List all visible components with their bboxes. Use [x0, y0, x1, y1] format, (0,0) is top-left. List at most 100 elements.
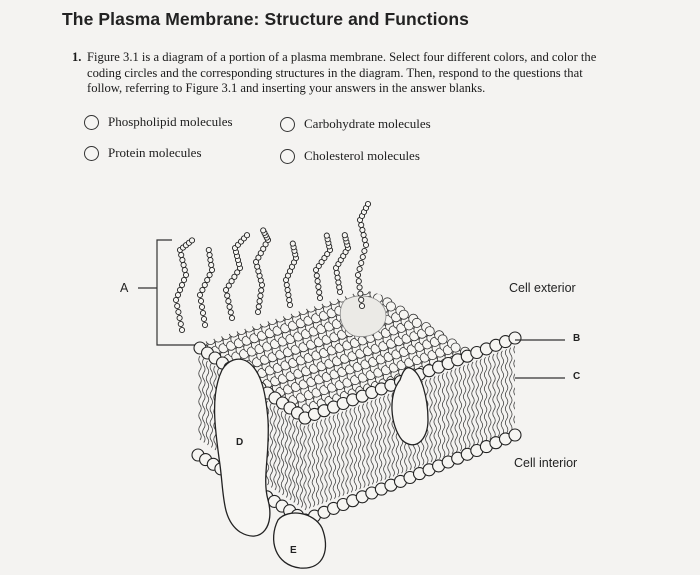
sugar-unit	[234, 269, 241, 276]
question-number: 1.	[72, 50, 82, 64]
lipid-tail	[378, 396, 383, 482]
coding-key-phospholipid[interactable]: Phospholipid molecules	[84, 114, 233, 130]
coding-circle[interactable]	[84, 114, 99, 130]
question-text: Figure 3.1 is a diagram of a portion of …	[87, 50, 597, 95]
lipid-tail	[492, 353, 496, 439]
phospholipid-head	[251, 319, 262, 330]
lipid-tail	[383, 395, 387, 480]
sugar-unit	[207, 256, 214, 264]
label-c: C	[573, 371, 581, 382]
lipid-tail	[341, 411, 345, 496]
lipid-tail	[500, 350, 505, 436]
coding-circle[interactable]	[280, 116, 295, 132]
sugar-unit	[318, 258, 325, 266]
sugar-unit	[180, 261, 187, 269]
lipid-tail	[332, 414, 337, 500]
lipid-tail	[362, 403, 366, 488]
sugar-unit	[178, 251, 185, 259]
lipid-tail	[280, 410, 285, 496]
lipid-tail	[277, 408, 281, 493]
lipid-tail	[437, 374, 442, 460]
phospholipid-head	[244, 322, 255, 333]
sugar-unit	[222, 286, 230, 294]
coding-key-carbohydrate[interactable]: Carbohydrate molecules	[280, 116, 431, 132]
sugar-unit	[314, 278, 321, 285]
lipid-tail	[299, 423, 303, 508]
sugar-unit	[226, 303, 233, 310]
sugar-unit	[227, 309, 234, 316]
lipid-tail	[205, 360, 210, 446]
sugar-unit	[355, 278, 362, 285]
sugar-unit	[198, 303, 206, 311]
lipid-tail	[509, 347, 513, 432]
lipid-tail	[513, 345, 515, 431]
sugar-unit	[177, 320, 184, 328]
sugar-unit	[336, 284, 343, 291]
lipid-tail	[295, 420, 300, 506]
lipid-tail	[366, 401, 370, 487]
lipid-tail	[198, 355, 202, 441]
phospholipid-head	[213, 332, 224, 343]
sugar-unit	[289, 240, 296, 247]
sugar-unit	[333, 269, 340, 276]
sugar-unit	[255, 303, 262, 310]
lipid-tail	[324, 417, 328, 503]
sugar-unit	[260, 227, 267, 234]
sugar-unit	[199, 286, 206, 294]
phospholipid-head	[274, 312, 285, 323]
sugar-unit	[181, 266, 188, 274]
sugar-unit	[174, 302, 181, 310]
coding-circle[interactable]	[84, 145, 99, 161]
sugar-unit	[204, 276, 211, 284]
coding-key-cholesterol[interactable]: Cholesterol molecules	[280, 148, 420, 164]
lipid-tail	[496, 352, 500, 437]
protein-e	[273, 512, 327, 569]
lipid-tail	[441, 372, 446, 458]
coding-key-protein[interactable]: Protein molecules	[84, 145, 202, 161]
lipid-tail	[284, 413, 288, 498]
phospholipid-head	[313, 299, 324, 310]
sugar-unit	[257, 292, 264, 299]
phospholipid-head	[205, 334, 216, 345]
sugar-unit	[188, 237, 196, 244]
phospholipid-head	[424, 326, 435, 337]
coding-key-label: Cholesterol molecules	[304, 148, 420, 163]
lipid-tail	[320, 419, 324, 504]
sugar-unit	[356, 284, 363, 291]
lipid-tail	[450, 369, 454, 455]
phospholipid-head	[385, 301, 396, 312]
phospholipid-head	[437, 334, 448, 345]
sugar-unit	[284, 286, 291, 294]
sugar-unit	[354, 271, 362, 279]
phospholipid-head	[236, 324, 247, 335]
sugar-unit	[178, 281, 186, 289]
phospholipid-head	[267, 314, 278, 325]
lipid-tail	[467, 363, 471, 448]
sugar-unit	[178, 326, 186, 334]
coding-key-label: Phospholipid molecules	[108, 114, 233, 129]
sugar-unit	[315, 262, 322, 270]
sugar-unit	[312, 266, 320, 274]
sugar-unit	[321, 254, 328, 262]
lipid-tail	[269, 403, 273, 488]
lipid-tail	[353, 406, 358, 492]
sugar-unit	[316, 289, 323, 296]
sugar-unit	[199, 309, 207, 317]
carbohydrate-chains	[172, 200, 372, 334]
sugar-unit	[196, 291, 204, 299]
label-e: E	[290, 545, 297, 556]
sugar-unit	[361, 236, 368, 244]
sugar-unit	[206, 271, 213, 279]
lipid-tail	[488, 355, 492, 440]
phospholipid-head	[282, 309, 293, 320]
sugar-unit	[243, 232, 251, 239]
coding-key-label: Protein molecules	[108, 145, 202, 160]
coding-circle[interactable]	[280, 148, 295, 164]
lipid-tail	[288, 415, 292, 501]
sugar-unit	[254, 308, 262, 316]
lipid-tail	[504, 348, 509, 434]
phospholipid-head	[228, 327, 239, 338]
sugar-unit	[358, 259, 365, 267]
sugar-unit	[208, 266, 216, 274]
sugar-unit	[182, 271, 190, 279]
